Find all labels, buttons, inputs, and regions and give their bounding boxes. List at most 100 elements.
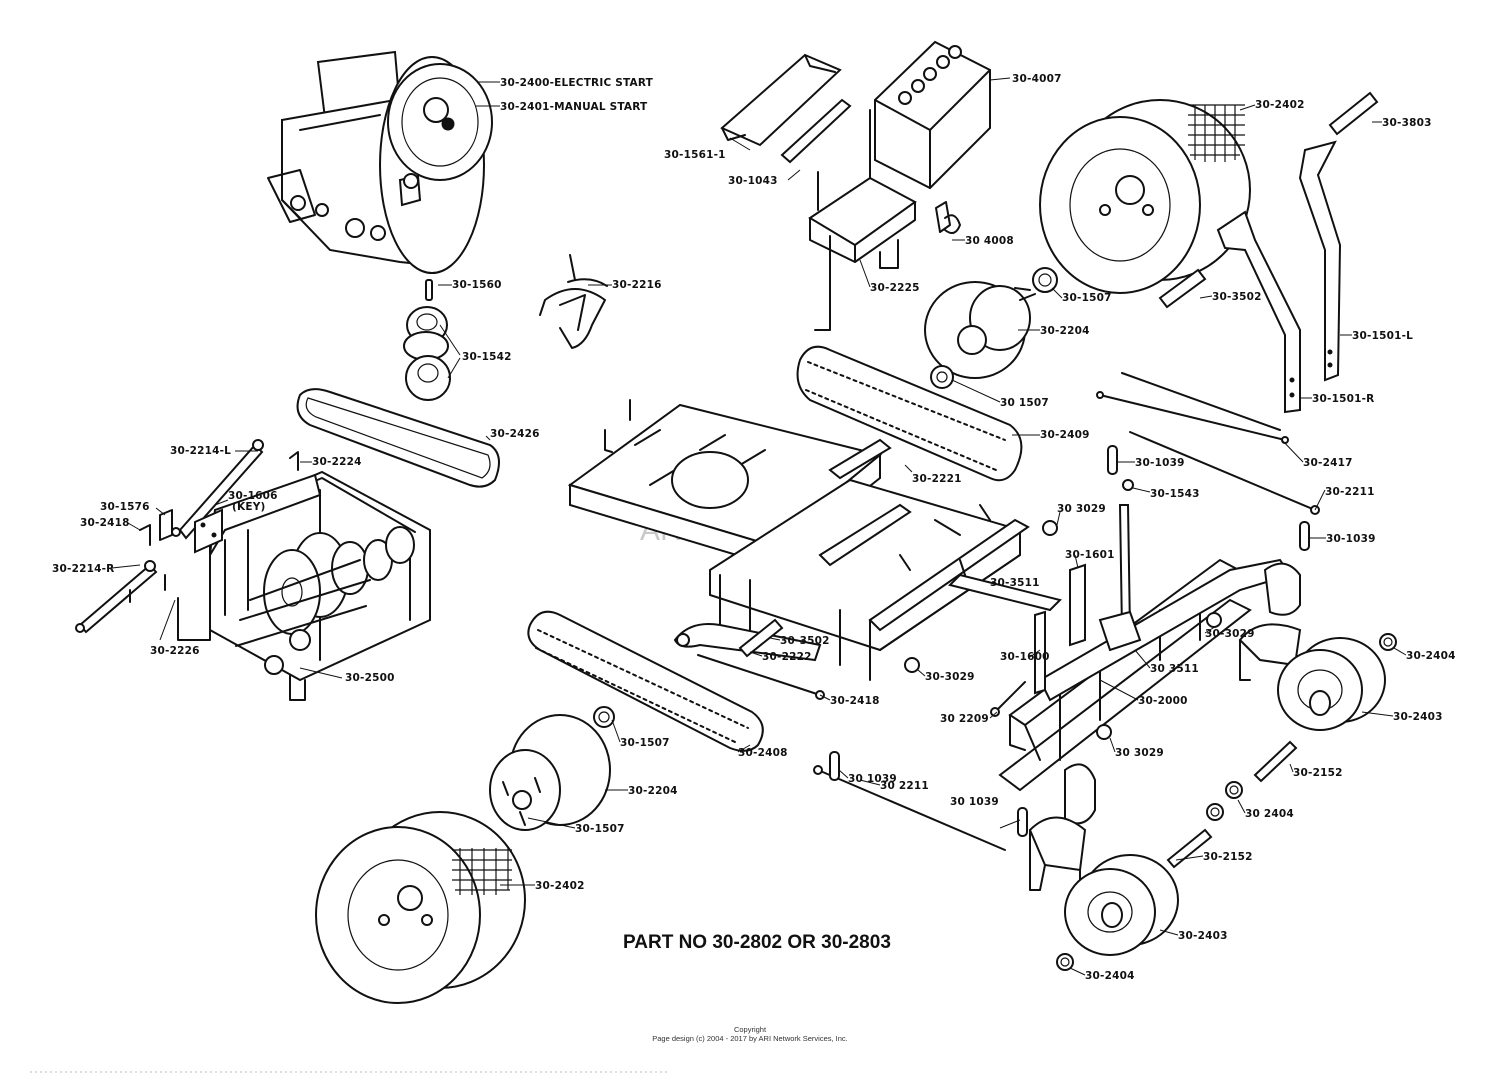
label-2418: 30-2418	[830, 695, 880, 707]
label-2409: 30-2409	[1040, 429, 1090, 441]
label-2418-left: 30-2418	[80, 517, 130, 529]
battery[interactable]	[874, 40, 991, 190]
main-frame[interactable]	[567, 399, 1062, 681]
label-1501-r: 30-1501-R	[1312, 393, 1374, 405]
links-1039-upper[interactable]	[1107, 445, 1310, 551]
part-number-title: PART NO 30-2802 OR 30-2803	[623, 932, 891, 953]
label-3803: 30-3803	[1382, 117, 1432, 129]
label-2402-b: 30-2402	[535, 880, 585, 892]
strap-1043[interactable]	[780, 98, 852, 164]
nuts-2404[interactable]	[1056, 633, 1397, 971]
rear-tire-lower[interactable]	[315, 811, 526, 1004]
rod-2211-lower[interactable]	[813, 765, 1006, 851]
label-1560: 30-1560	[452, 279, 502, 291]
label-2225: 30-2225	[870, 282, 920, 294]
spring-2209[interactable]	[990, 681, 1026, 717]
label-2000: 30-2000	[1138, 695, 1188, 707]
label-1039-d: 30 1039	[950, 796, 999, 808]
rod-2417[interactable]	[1096, 372, 1289, 444]
label-2221: 30-2221	[912, 473, 962, 485]
label-1543: 30-1543	[1150, 488, 1200, 500]
label-2426: 30-2426	[490, 428, 540, 440]
clip-4008[interactable]	[935, 201, 961, 235]
plate-1606[interactable]	[194, 508, 223, 554]
label-3502-b: 30-3502	[780, 635, 830, 647]
drive-belt[interactable]	[296, 388, 500, 488]
bracket-2216[interactable]	[539, 254, 608, 349]
handle-1501-r[interactable]	[1216, 210, 1301, 414]
links-1039-lower[interactable]	[829, 751, 1028, 837]
rail-2214-r[interactable]	[75, 560, 158, 634]
label-1606: 30-1606	[228, 490, 278, 502]
label-4008: 30 4008	[965, 235, 1014, 247]
hub-assembly-upper[interactable]	[924, 267, 1058, 389]
label-3029-d: 30 3029	[1115, 747, 1164, 759]
label-engine-electric: 30-2400-ELECTRIC START	[500, 77, 654, 89]
label-2500: 30-2500	[345, 672, 395, 684]
ball-1543[interactable]	[1122, 479, 1134, 491]
front-axle-frame[interactable]	[998, 504, 1302, 891]
label-2417: 30-2417	[1303, 457, 1353, 469]
label-2226: 30-2226	[150, 645, 200, 657]
label-1043: 30-1043	[728, 175, 778, 187]
label-2404-b: 30 2404	[1245, 808, 1294, 820]
rod-2211-upper[interactable]	[1129, 431, 1320, 515]
label-2214-r: 30-2214-R	[52, 563, 114, 575]
label-2211-b: 30 2211	[880, 780, 929, 792]
label-2152-a: 30-2152	[1293, 767, 1343, 779]
label-2402-a: 30-2402	[1255, 99, 1305, 111]
label-2224: 30-2224	[312, 456, 362, 468]
label-1501-l: 30-1501-L	[1352, 330, 1413, 342]
label-3029-c: 30-3029	[1205, 628, 1255, 640]
axles-2152[interactable]	[1166, 740, 1298, 869]
handle-1501-l[interactable]	[1298, 140, 1342, 382]
label-2209: 30 2209	[940, 713, 989, 725]
label-2404-c: 30-2404	[1085, 970, 1135, 982]
label-1542: 30-1542	[462, 351, 512, 363]
label-1507-b: 30 1507	[1000, 397, 1049, 409]
grip-3502-lower[interactable]	[738, 618, 784, 658]
rail-2214-l[interactable]	[171, 439, 264, 540]
label-2211-a: 30-2211	[1325, 486, 1375, 498]
label-1507-a: 30-1507	[1062, 292, 1112, 304]
shield-1561[interactable]	[720, 53, 842, 147]
label-2152-b: 30-2152	[1203, 851, 1253, 863]
label-1576: 30-1576	[100, 501, 150, 513]
engine[interactable]	[267, 50, 493, 274]
label-4007: 30-4007	[1012, 73, 1062, 85]
chain-2408[interactable]	[527, 610, 764, 752]
label-2403-a: 30-2403	[1393, 711, 1443, 723]
label-2214-l: 30-2214-L	[170, 445, 231, 457]
copyright-line-1: Copyright	[734, 1025, 767, 1034]
label-3511-b: 30 3511	[1150, 663, 1199, 675]
hub-assembly-lower[interactable]	[489, 706, 615, 831]
label-2404-a: 30-2404	[1406, 650, 1456, 662]
chain-2409[interactable]	[796, 345, 1023, 482]
leader-lines	[111, 77, 1407, 976]
copyright-line-2: Page design (c) 2004 - 2017 by ARI Netwo…	[652, 1034, 848, 1043]
front-wheel-upper[interactable]	[1277, 637, 1386, 731]
grip-3803[interactable]	[1328, 91, 1379, 136]
battery-tray[interactable]	[808, 109, 917, 331]
grip-3502-upper[interactable]	[1158, 268, 1207, 309]
label-3502-a: 30-3502	[1212, 291, 1262, 303]
label-3029-a: 30 3029	[1057, 503, 1106, 515]
engine-pulley-stack[interactable]	[403, 279, 451, 401]
label-2408: 30-2408	[738, 747, 788, 759]
label-1507-d: 30-1507	[575, 823, 625, 835]
small-brackets[interactable]	[129, 451, 299, 603]
rear-tire-upper[interactable]	[1039, 99, 1251, 294]
label-1601: 30-1601	[1065, 549, 1115, 561]
front-wheel-lower[interactable]	[1064, 854, 1179, 956]
washers-3029[interactable]	[904, 520, 1222, 740]
label-2222: 30-2222	[762, 651, 812, 663]
label-2204-a: 30-2204	[1040, 325, 1090, 337]
label-1039-c: 30 1039	[848, 773, 897, 785]
label-2216: 30-2216	[612, 279, 662, 291]
transaxle-assembly[interactable]	[177, 470, 431, 701]
label-1507-c: 30-1507	[620, 737, 670, 749]
label-2204-b: 30-2204	[628, 785, 678, 797]
label-1039-b: 30-1039	[1326, 533, 1376, 545]
label-1561: 30-1561-1	[664, 149, 726, 161]
